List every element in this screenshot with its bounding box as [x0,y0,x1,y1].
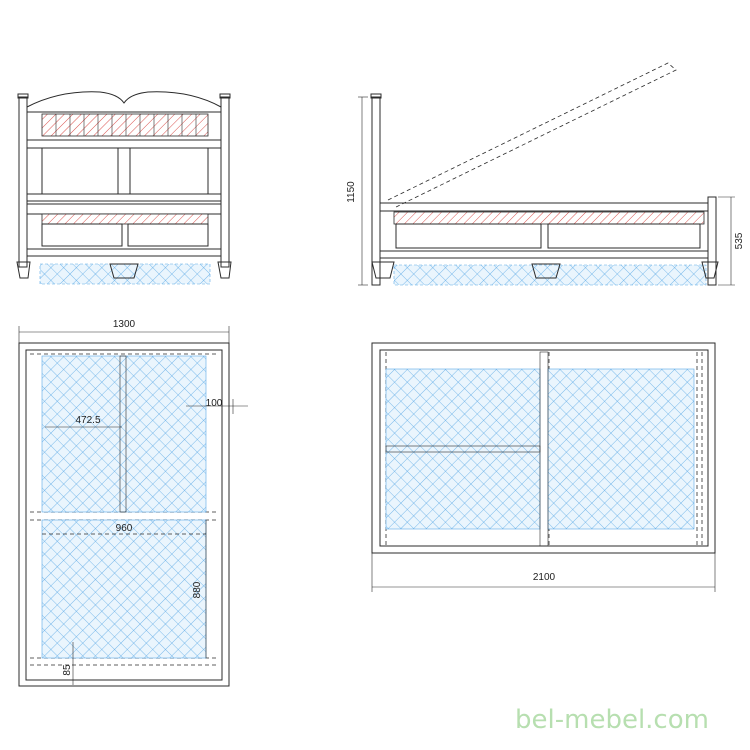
dim-width-label: 1300 [113,319,136,330]
side-drawer-mesh [393,264,707,286]
side-view: 1150 535 [346,62,745,286]
front-right-post [220,96,230,268]
plan-mesh-left [385,368,541,530]
headboard-slats [41,113,209,137]
side-foot-post [707,196,717,286]
top-view: 1300 472.5 100 960 880 85 [18,319,248,687]
top-mesh-upper [41,355,207,513]
side-head-post [371,96,381,286]
dim-half-width-label: 472.5 [75,415,100,426]
dim-offset-label: 100 [206,398,223,409]
plan-outer-frame [371,342,716,554]
watermark-text: bel-mebel.com [515,705,709,735]
side-slats [393,211,705,225]
dim-bottom-gap-label: 85 [62,664,73,676]
dim-leg-height-label: 535 [734,232,745,249]
dim-inner-width-label: 960 [116,523,133,534]
top-outer-frame [18,342,230,687]
dim-height-label: 1150 [346,181,357,203]
dim-inner-length-label: 880 [192,581,203,598]
dim-length-label: 2100 [533,572,556,583]
front-drawer-mesh [39,263,211,285]
plan-mesh-right [547,368,695,530]
top-mesh-lower [41,519,207,659]
front-left-post [18,96,28,268]
plan-view: 2100 [371,342,716,592]
headboard-curve [26,91,222,108]
front-view [16,91,232,285]
